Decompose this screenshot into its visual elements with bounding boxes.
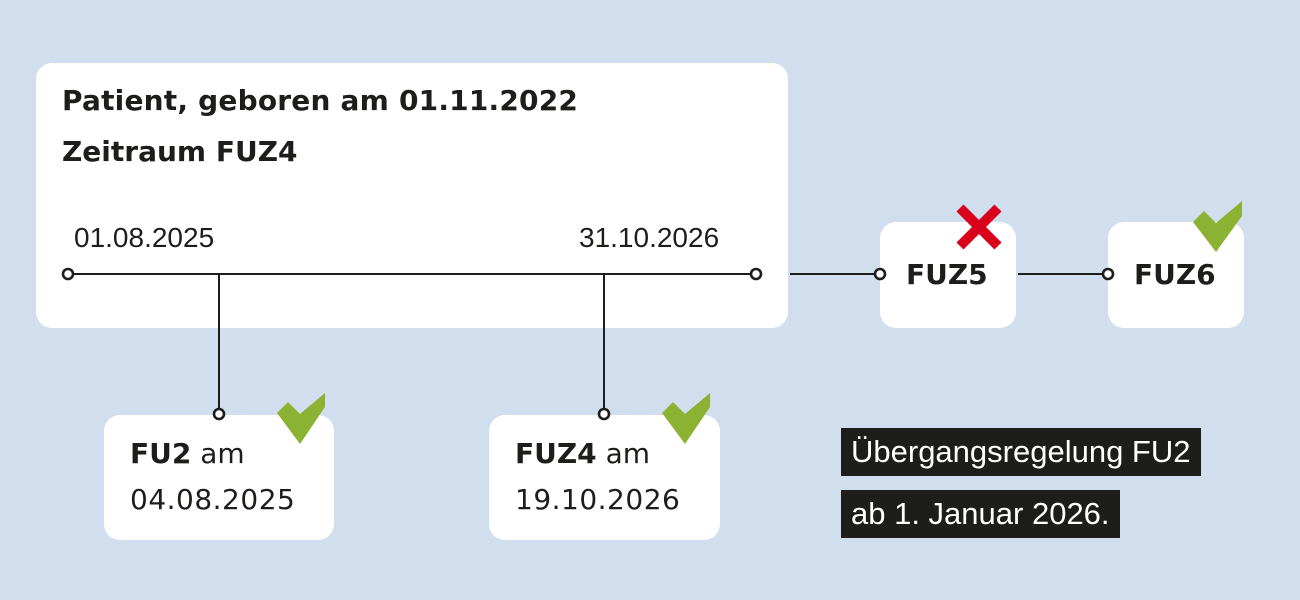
exam-label: FU2 am (130, 437, 245, 470)
cross-icon (956, 204, 1002, 250)
period-start-date: 01.08.2025 (74, 222, 215, 253)
timeline-end-node (749, 267, 763, 281)
period-end-date: 31.10.2026 (579, 222, 720, 253)
transition-note-line1: Übergangsregelung FU2 (841, 428, 1201, 476)
check-icon (277, 393, 325, 444)
exam-box-fu2: FU2 am 04.08.2025 (104, 415, 334, 540)
period-box-fuz6: FUZ6 (1108, 222, 1244, 328)
fuz5-node (873, 267, 887, 281)
exam-label: FUZ4 am (515, 437, 650, 470)
exam-date: 04.08.2025 (130, 483, 296, 516)
period-name: FUZ6 (1134, 258, 1216, 291)
transition-note-line2: ab 1. Januar 2026. (841, 490, 1120, 538)
check-icon (662, 393, 710, 444)
period-name: FUZ5 (906, 258, 988, 291)
check-icon (1193, 201, 1242, 252)
period-label: Zeitraum FUZ4 (62, 135, 298, 168)
fu2-node (212, 407, 226, 421)
fuz4-node (597, 407, 611, 421)
exam-name: FUZ4 (515, 437, 597, 470)
patient-title: Patient, geboren am 01.11.2022 (62, 84, 579, 117)
exam-date: 19.10.2026 (515, 483, 681, 516)
patient-period-box (36, 63, 788, 328)
exam-connector: am (200, 437, 245, 470)
fuz6-node (1101, 267, 1115, 281)
exam-name: FU2 (130, 437, 192, 470)
exam-box-fuz4: FUZ4 am 19.10.2026 (489, 415, 720, 540)
exam-connector: am (605, 437, 650, 470)
timeline-start-node (61, 267, 75, 281)
